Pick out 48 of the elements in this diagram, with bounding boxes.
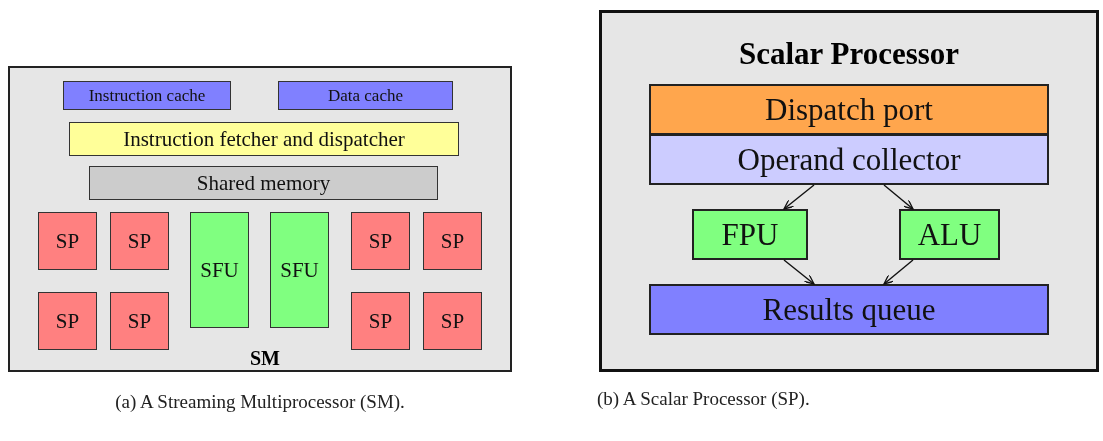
processor-box	[351, 212, 410, 270]
figure-caption: (a) A Streaming Multiprocessor (SM).	[114, 390, 406, 414]
box-label: Shared memory	[196, 172, 331, 194]
box-label: SP	[440, 230, 465, 252]
processor-panel	[599, 10, 1099, 372]
multiprocessor-panel	[8, 66, 512, 372]
arrow	[883, 184, 914, 210]
arrow	[883, 259, 914, 285]
box-label: Instruction fetcher and dispatcher	[123, 128, 405, 150]
dispatch-port-box	[649, 84, 1049, 135]
box-label: Operand collector	[737, 144, 961, 175]
processor-box	[38, 212, 97, 270]
box-label: SP	[368, 230, 393, 252]
operand-collector-box	[649, 134, 1049, 185]
box-label: SP	[127, 310, 152, 332]
cache-box	[63, 81, 231, 110]
box-label: Instruction cache	[88, 87, 206, 104]
fetcher-box	[69, 122, 459, 156]
box-label: SFU	[200, 259, 239, 281]
processor-box	[423, 212, 482, 270]
memory-box	[89, 166, 438, 200]
box-label: FPU	[721, 219, 779, 250]
cache-box	[278, 81, 453, 110]
processor-box	[351, 292, 410, 350]
processor-box	[110, 292, 169, 350]
processor-box	[423, 292, 482, 350]
box-label: SP	[127, 230, 152, 252]
processor-box	[38, 292, 97, 350]
box-label: SP	[440, 310, 465, 332]
results-queue-box	[649, 284, 1049, 335]
panel-title: Scalar Processor	[737, 35, 961, 73]
box-label: Dispatch port	[765, 94, 933, 125]
panel-title: SM	[250, 346, 280, 371]
function-unit-box	[270, 212, 329, 328]
arrow	[783, 259, 815, 285]
box-label: Results queue	[762, 294, 936, 325]
box-label: SP	[55, 230, 80, 252]
figure-caption: (b) A Scalar Processor (SP).	[597, 387, 811, 411]
box-label: SP	[368, 310, 393, 332]
box-label: SP	[55, 310, 80, 332]
box-label: ALU	[917, 219, 982, 250]
arrow	[783, 184, 815, 210]
function-unit-box	[190, 212, 249, 328]
box-label: Data cache	[328, 87, 403, 104]
box-label: SFU	[280, 259, 319, 281]
alu-box	[899, 209, 1000, 260]
fpu-box	[692, 209, 808, 260]
processor-box	[110, 212, 169, 270]
